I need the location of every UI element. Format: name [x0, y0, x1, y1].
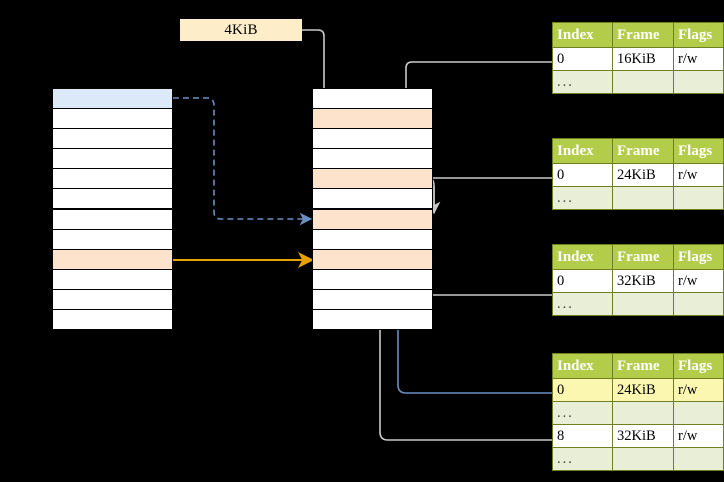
table-row[interactable]: ...	[552, 401, 724, 425]
column-header-frame: Frame	[612, 244, 674, 270]
memory-row[interactable]	[312, 188, 433, 210]
memory-row[interactable]	[52, 228, 173, 250]
memory-row[interactable]	[312, 88, 433, 110]
table-cell	[612, 292, 674, 316]
memory-row[interactable]	[52, 168, 173, 190]
left-memory-column	[52, 88, 173, 330]
table-cell: 0	[552, 163, 613, 187]
table-cell: ...	[552, 401, 613, 425]
table-row[interactable]: ...	[552, 70, 724, 94]
memory-row[interactable]	[312, 108, 433, 130]
table-row[interactable]: ...	[552, 186, 724, 210]
column-header-flags: Flags	[673, 22, 724, 48]
table-cell	[673, 186, 724, 210]
column-header-index: Index	[552, 353, 613, 379]
page-size-label: 4KiB	[180, 19, 302, 41]
column-header-flags: Flags	[673, 138, 724, 164]
table-cell: 32KiB	[612, 269, 674, 293]
table-cell: 0	[552, 269, 613, 293]
table-cell	[612, 186, 674, 210]
memory-row[interactable]	[52, 188, 173, 210]
memory-row[interactable]	[312, 288, 433, 310]
table-cell	[612, 447, 674, 471]
table-cell: 24KiB	[612, 378, 674, 402]
table-cell	[673, 401, 724, 425]
table-row[interactable]: ...	[552, 447, 724, 471]
table-cell: ...	[552, 447, 613, 471]
table-cell: r/w	[673, 163, 724, 187]
table-cell: ...	[552, 70, 613, 94]
table-cell: ...	[552, 292, 613, 316]
table-cell	[673, 447, 724, 471]
table-cell	[612, 70, 674, 94]
wire-left-row1-to-middle-row7	[173, 97, 313, 226]
column-header-frame: Frame	[612, 138, 674, 164]
memory-row[interactable]	[312, 128, 433, 150]
column-header-frame: Frame	[612, 353, 674, 379]
table-cell: r/w	[673, 378, 724, 402]
memory-row[interactable]	[312, 168, 433, 190]
memory-row[interactable]	[52, 268, 173, 290]
column-header-flags: Flags	[673, 244, 724, 270]
table-cell: r/w	[673, 269, 724, 293]
table-cell: 24KiB	[612, 163, 674, 187]
memory-row[interactable]	[52, 288, 173, 310]
memory-row[interactable]	[312, 228, 433, 250]
column-header-index: Index	[552, 22, 613, 48]
table-cell: 16KiB	[612, 47, 674, 71]
column-header-frame: Frame	[612, 22, 674, 48]
column-header-index: Index	[552, 138, 613, 164]
memory-row[interactable]	[312, 308, 433, 330]
memory-row[interactable]	[52, 248, 173, 270]
table-cell: 32KiB	[612, 424, 674, 448]
table-cell	[612, 401, 674, 425]
table-cell: r/w	[673, 47, 724, 71]
memory-row[interactable]	[312, 248, 433, 270]
memory-row[interactable]	[312, 148, 433, 170]
middle-memory-column	[312, 88, 433, 330]
table-cell: r/w	[673, 424, 724, 448]
wire-table2-to-middle-row7	[427, 177, 552, 215]
table-cell: 8	[552, 424, 613, 448]
memory-row[interactable]	[52, 88, 173, 110]
table-cell: 0	[552, 47, 613, 71]
memory-row[interactable]	[52, 148, 173, 170]
memory-row[interactable]	[52, 208, 173, 230]
table-cell	[673, 70, 724, 94]
table-cell: 0	[552, 378, 613, 402]
memory-row[interactable]	[312, 268, 433, 290]
table-cell	[673, 292, 724, 316]
memory-row[interactable]	[312, 208, 433, 230]
column-header-index: Index	[552, 244, 613, 270]
column-header-flags: Flags	[673, 353, 724, 379]
memory-row[interactable]	[52, 128, 173, 150]
table-cell: ...	[552, 186, 613, 210]
memory-row[interactable]	[52, 308, 173, 330]
table-row[interactable]: ...	[552, 292, 724, 316]
memory-row[interactable]	[52, 108, 173, 130]
page-size-text: 4KiB	[224, 21, 258, 38]
